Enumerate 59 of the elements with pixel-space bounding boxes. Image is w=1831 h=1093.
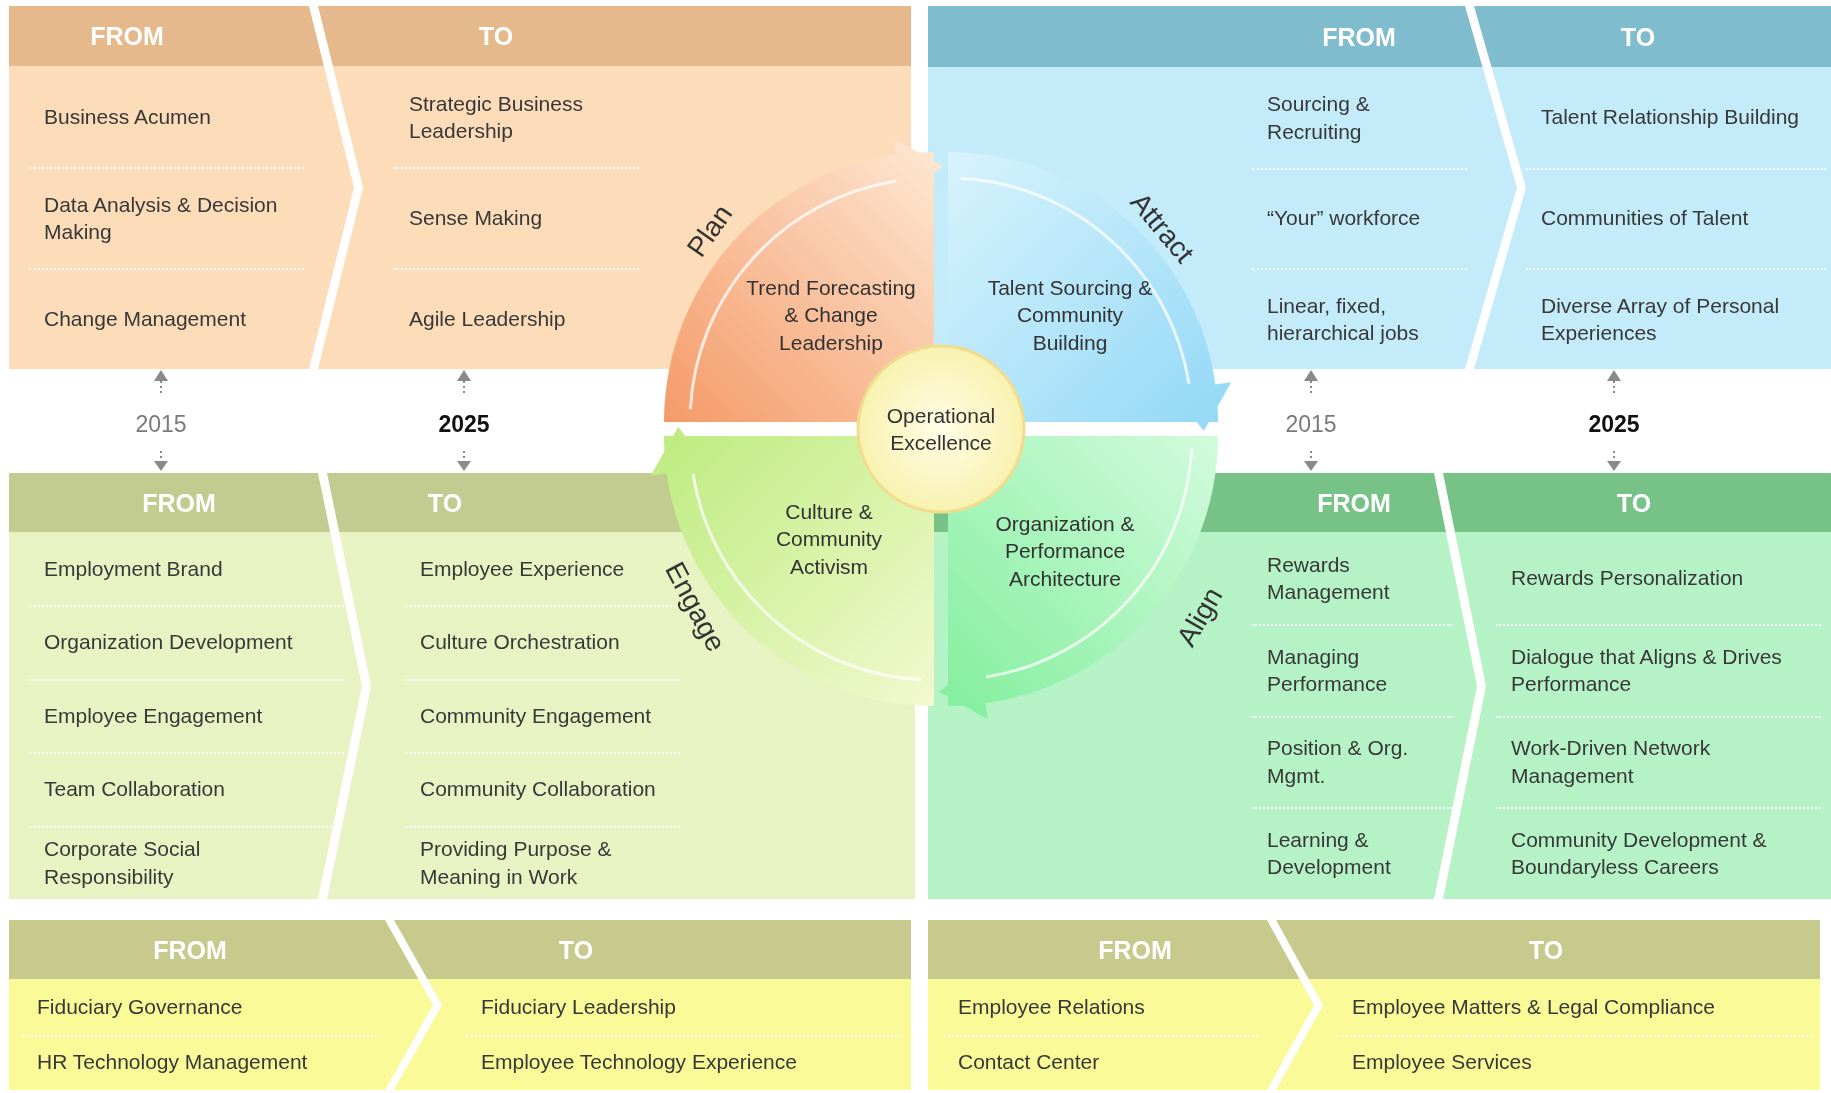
- column-header: FROM: [1322, 22, 1396, 51]
- cell-text: Managing Performance: [1267, 643, 1389, 697]
- cell-text: Change Management: [44, 305, 246, 332]
- segment-label: Talent Sourcing & Community Building: [986, 275, 1154, 356]
- segment-label: Culture & Community Activism: [774, 499, 884, 580]
- column-header: FROM: [1317, 488, 1391, 517]
- cell-text: Community Engagement: [420, 702, 652, 729]
- segment-label: Organization & Performance Architecture: [994, 511, 1136, 592]
- cell-text: Linear, fixed, hierarchical jobs: [1267, 292, 1420, 346]
- cell-text: Employee Relations: [958, 994, 1145, 1021]
- year-label: 2025: [1588, 410, 1640, 438]
- cell-text: Organization Development: [44, 629, 293, 656]
- column-header: FROM: [90, 21, 164, 51]
- cell-text: Learning & Development: [1267, 826, 1392, 881]
- column-header: TO: [558, 935, 594, 964]
- column-header: TO: [1528, 935, 1564, 964]
- cell-text: Rewards Personalization: [1511, 565, 1744, 592]
- column-header: FROM: [153, 935, 227, 964]
- segment-label: Trend Forecasting & Change Leadership: [745, 275, 917, 356]
- column-header: TO: [1620, 22, 1656, 51]
- cell-text: Sense Making: [409, 204, 543, 231]
- column-header: TO: [1616, 488, 1652, 517]
- center-label: Operational Excellence: [885, 402, 997, 456]
- cell-text: Community Development & Boundaryless Careers: [1511, 826, 1768, 881]
- cell-text: Business Acumen: [44, 103, 211, 130]
- cell-text: Corporate Social Responsibility: [44, 836, 202, 890]
- cell-text: Strategic Business Leadership: [409, 90, 584, 144]
- cell-text: Talent Relationship Building: [1541, 104, 1799, 131]
- cell-text: Employee Technology Experience: [481, 1049, 797, 1076]
- cell-text: HR Technology Management: [37, 1049, 308, 1076]
- year-label: 2015: [1285, 410, 1337, 438]
- cell-text: Culture Orchestration: [420, 629, 620, 656]
- year-label: 2025: [438, 410, 490, 438]
- cell-text: Employee Services: [1352, 1049, 1532, 1076]
- cell-text: Sourcing & Recruiting: [1267, 91, 1371, 145]
- cell-text: Providing Purpose & Meaning in Work: [420, 836, 613, 890]
- cell-text: Contact Center: [958, 1049, 1100, 1076]
- cell-text: Diverse Array of Personal Experiences: [1541, 292, 1781, 346]
- cell-text: Agile Leadership: [409, 305, 566, 332]
- cell-text: Employee Engagement: [44, 702, 263, 729]
- cell-text: Fiduciary Leadership: [481, 994, 676, 1021]
- cell-text: Fiduciary Governance: [37, 994, 243, 1021]
- cell-text: Team Collaboration: [44, 776, 225, 803]
- cell-text: Position & Org. Mgmt.: [1267, 735, 1410, 789]
- column-header: TO: [427, 488, 463, 517]
- cell-text: Employee Matters & Legal Compliance: [1352, 994, 1715, 1021]
- cell-text: Dialogue that Aligns & Drives Performance: [1511, 643, 1783, 697]
- column-header: TO: [478, 21, 514, 51]
- cell-text: “Your” workforce: [1267, 205, 1421, 232]
- cell-text: Employee Experience: [420, 556, 625, 583]
- year-label: 2015: [135, 410, 187, 438]
- cell-text: Community Collaboration: [420, 776, 656, 803]
- cell-text: Rewards Management: [1267, 551, 1391, 605]
- cell-text: Communities of Talent: [1541, 205, 1749, 232]
- cell-text: Employment Brand: [44, 556, 223, 583]
- cell-text: Data Analysis & Decision Making: [44, 191, 279, 245]
- cell-text: Work-Driven Network Management: [1511, 735, 1712, 789]
- column-header: FROM: [1098, 935, 1172, 964]
- column-header: FROM: [142, 488, 216, 517]
